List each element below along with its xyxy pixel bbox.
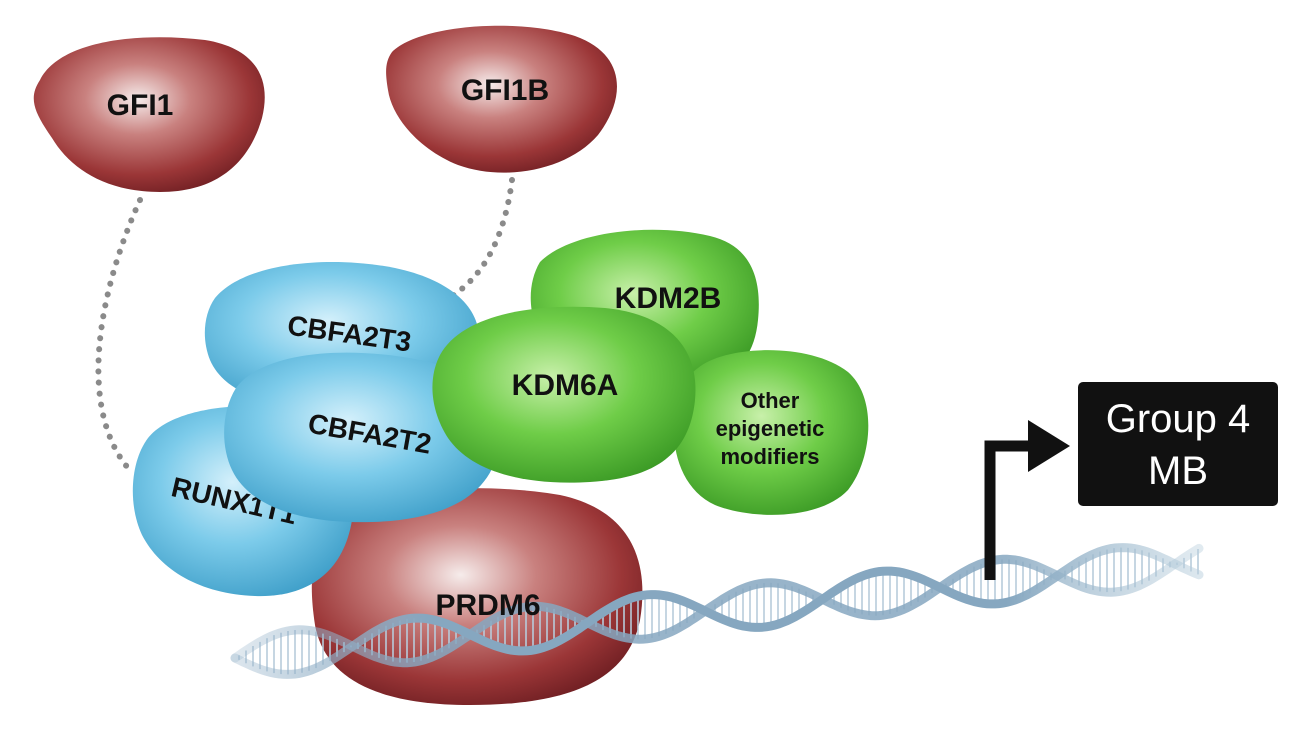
other-modifiers-label-3: modifiers	[720, 444, 819, 469]
dna-strand-2	[230, 543, 1204, 668]
group4-mb-line1: Group 4	[1106, 397, 1251, 441]
other-modifiers-label-1: Other	[741, 388, 800, 413]
gfi1-label: GFI1	[107, 89, 174, 122]
group4-mb-box: Group 4 MB	[1078, 382, 1278, 506]
transcription-arrow	[984, 420, 1070, 580]
kdm6a-protein: KDM6A	[432, 306, 696, 483]
dna-strand-1	[230, 543, 1204, 679]
prdm6-protein	[311, 488, 643, 705]
prdm6-label: PRDM6	[435, 589, 540, 622]
dna-helix	[230, 543, 1204, 679]
gfi1-connector	[95, 197, 143, 471]
gfi1-protein: GFI1	[33, 37, 265, 192]
gfi1b-protein: GFI1B	[386, 25, 617, 173]
other-modifiers-label-2: epigenetic	[716, 416, 825, 441]
gfi1b-connector	[449, 177, 515, 299]
cbfa2t2-protein: CBFA2T2	[224, 352, 500, 523]
kdm6a-label: KDM6A	[512, 369, 619, 402]
kdm2b-label: KDM2B	[615, 282, 722, 315]
group4-mb-line2: MB	[1148, 449, 1208, 493]
gfi1b-label: GFI1B	[461, 74, 549, 107]
other-modifiers-protein: Other epigenetic modifiers	[673, 350, 869, 515]
